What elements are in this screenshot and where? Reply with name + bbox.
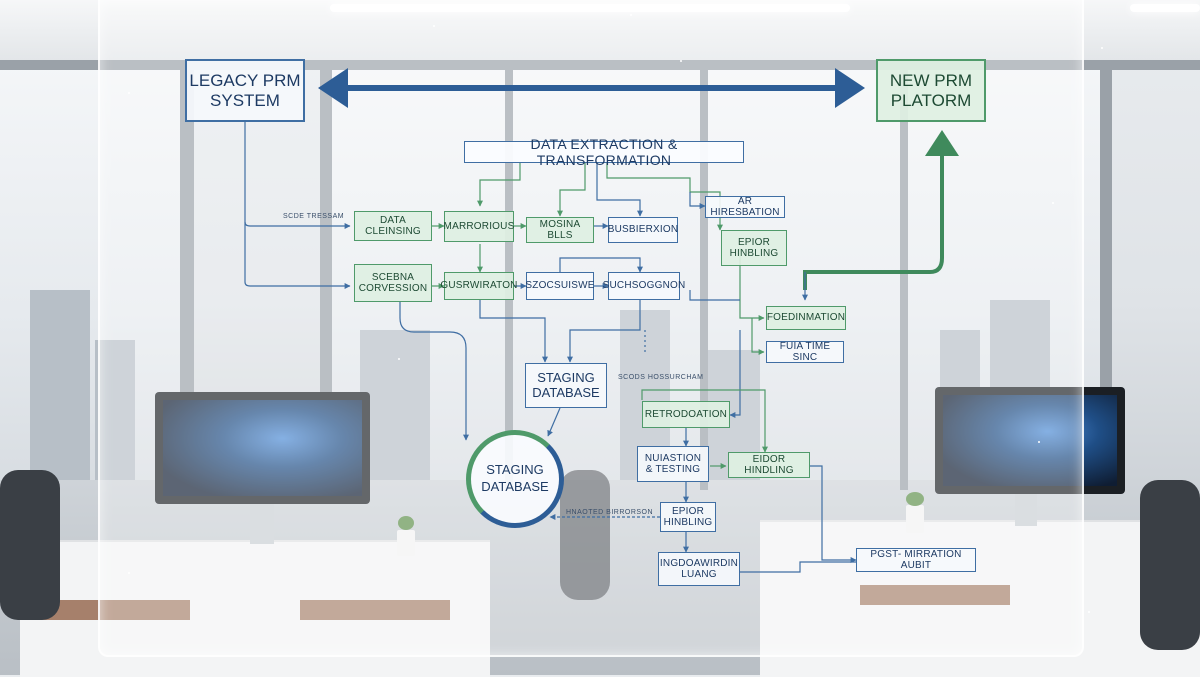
eidor-hindling-box: EIDOR HINDLING [728, 452, 810, 478]
gusrwiraton-box: GUSRWIRATON [444, 272, 514, 300]
suchsoggnon-box: SUCHSOGGNON [608, 272, 680, 300]
fuia-time-sinc-box: FUIA TIME SINC [766, 341, 844, 363]
error-handling-box-2: EPIOR HINBLING [660, 502, 716, 532]
legacy-prm-system-box: LEGACY PRM SYSTEM [185, 59, 305, 122]
marrorious-box: MARRORIOUS [444, 211, 514, 242]
morina-blls-box: MOSINA BLLS [526, 217, 594, 243]
staging-database-circle: STAGING DATABASE [466, 430, 564, 528]
data-extraction-header: DATA EXTRACTION & TRANSFORMATION [464, 141, 744, 163]
ingdoawirdin-luang-box: INGDOAWIRDIN LUANG [658, 552, 740, 586]
link-legacy-schema [245, 222, 350, 286]
schema-conversion-box: SCEBNA CORVESSION [354, 264, 432, 302]
connector-label-bottom: HNAOTED BIRRORSON [566, 509, 653, 516]
retrodoation-box: RETRODOATION [642, 401, 730, 428]
new-prm-platform-box: NEW PRM PLATORM [876, 59, 986, 122]
link-legacy-cleansing [245, 122, 350, 226]
foedinmation-box: FOEDINMATION [766, 306, 846, 330]
staging-database-box: STAGING DATABASE [525, 363, 607, 408]
connector-label-mid: SCODS HOSSURCHAM [618, 374, 703, 381]
error-handling-box-1: EPIOR HINBLING [721, 230, 787, 266]
main-double-arrow [318, 68, 865, 108]
validation-testing-box: NUIASTION & TESTING [637, 446, 709, 482]
data-cleansing-box: DATA CLEINSING [354, 211, 432, 241]
busbierxion-box: BUSBIERXION [608, 217, 678, 243]
green-return-arrow [805, 130, 959, 300]
post-migration-audit-box: PGST- MIRRATION AUBIT [856, 548, 976, 572]
ar-hresbation-box: AR HIRESBATION [705, 196, 785, 218]
connector-label-left: SCDE TRESSAM [283, 213, 344, 220]
szocsuiswe-box: SZOCSUISWE [526, 272, 594, 300]
